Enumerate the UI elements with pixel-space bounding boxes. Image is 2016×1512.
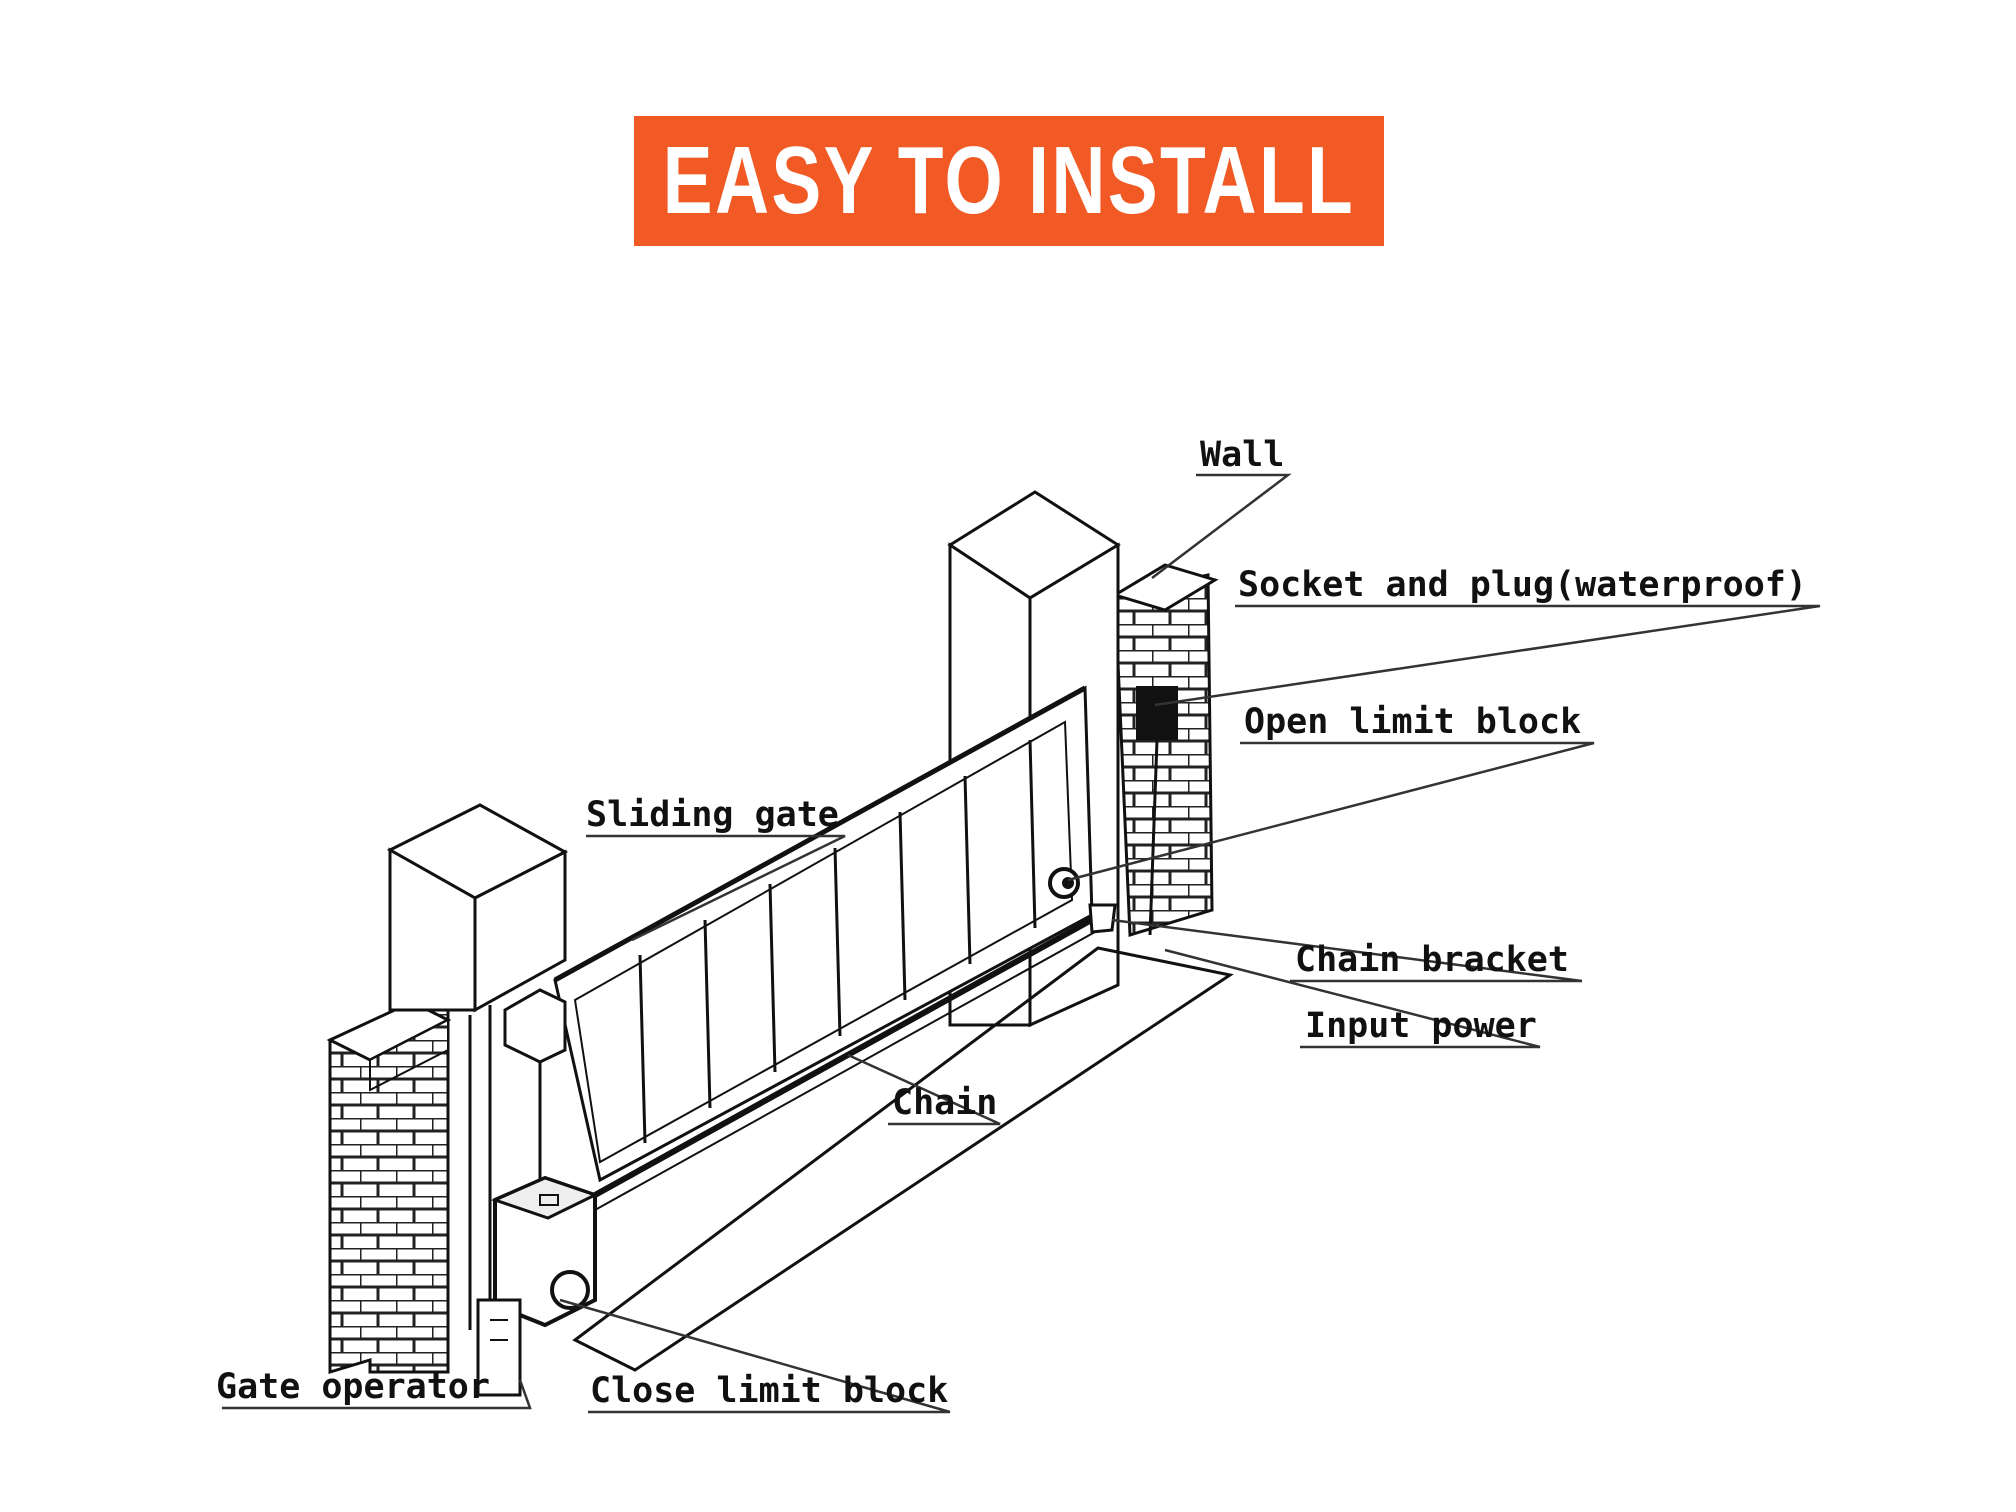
- left-pillar: [386, 803, 569, 1013]
- label-socket-and-plug: Socket and plug(waterproof): [1238, 565, 1807, 605]
- label-gate-operator: Gate operator: [216, 1367, 490, 1407]
- chain-bracket-shape: [1088, 903, 1117, 934]
- title-banner: EASY TO INSTALL: [634, 116, 1384, 246]
- label-sliding-gate: Sliding gate: [586, 795, 839, 835]
- label-open-limit-block: Open limit block: [1244, 702, 1581, 742]
- label-chain: Chain: [892, 1083, 997, 1123]
- ground-track: [572, 946, 1234, 1372]
- label-chain-bracket: Chain bracket: [1295, 940, 1569, 980]
- gate-support: [468, 988, 567, 1330]
- chain: [593, 915, 1097, 1211]
- socket-box: [1136, 686, 1178, 740]
- gate-operator: [476, 1175, 599, 1397]
- banner-title: EASY TO INSTALL: [662, 127, 1356, 234]
- label-wall: Wall: [1200, 435, 1284, 475]
- leader-lines: [222, 473, 1821, 1414]
- sliding-gate: [553, 685, 1094, 1183]
- label-input-power: Input power: [1305, 1006, 1537, 1046]
- right-brick-wall: [1111, 563, 1219, 937]
- left-brick-wall: [326, 987, 452, 1375]
- open-limit-block: [1048, 867, 1080, 899]
- label-close-limit-block: Close limit block: [590, 1371, 948, 1411]
